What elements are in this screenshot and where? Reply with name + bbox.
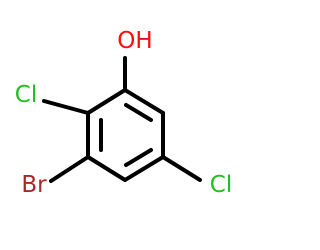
bond-c2-cl [42, 99, 90, 115]
ring-bond-c4-c5 [123, 155, 165, 182]
atom-labels: OH Cl Br Cl [15, 28, 232, 198]
hydroxyl-label: OH [117, 28, 152, 54]
ring-bond-c1-c2 [86, 88, 127, 115]
bromine-label: Br [21, 172, 47, 198]
ring-double-bond-c4-c5 [124, 148, 153, 167]
ring-double-bond-c6-c1 [124, 103, 153, 122]
bond-c5-cl [161, 155, 202, 182]
ring-bond-c6-c1 [123, 88, 165, 115]
ring-bond-c3-c4 [86, 155, 127, 182]
bonds [42, 56, 202, 183]
chlorine-ortho-label: Cl [15, 82, 37, 108]
bond-c3-br [49, 155, 90, 183]
chemical-structure-diagram: OH Cl Br Cl [15, 28, 232, 198]
chlorine-meta-label: Cl [210, 172, 232, 198]
